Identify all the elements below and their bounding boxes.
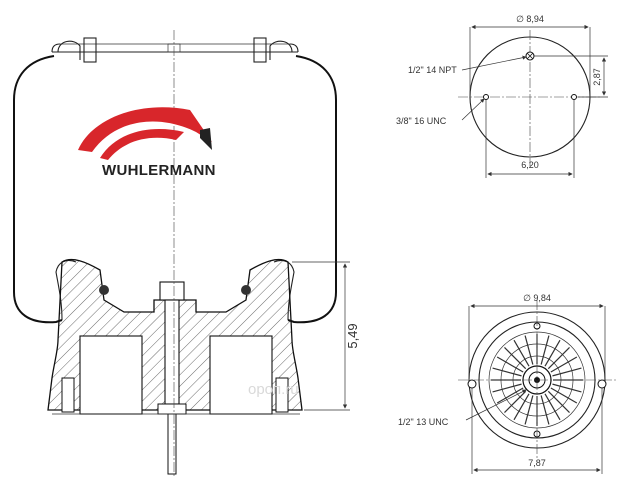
bottom-view: ∅ 9,84 7,87 1/2" 13 UNC — [398, 293, 616, 474]
brand-logo: WUHLERMANN — [78, 107, 216, 179]
bottom-rib — [492, 383, 522, 393]
bottom-rib — [547, 347, 570, 370]
bottom-rib — [552, 367, 582, 377]
bellow-outline — [13, 55, 337, 324]
bottom-rib — [513, 339, 530, 367]
height-dimension: 5,49 — [345, 323, 360, 348]
bottom-rib — [552, 383, 582, 393]
logo-swoosh-red — [78, 107, 212, 152]
bottom-diameter-label: ∅ 9,84 — [523, 293, 551, 303]
top-npt-label: 1/2" 14 NPT — [408, 65, 457, 75]
bottom-rib — [513, 393, 530, 421]
logo-swoosh-dark — [200, 128, 212, 150]
top-stud-right — [253, 37, 267, 63]
bottom-rib — [544, 393, 561, 421]
bottom-rib — [540, 335, 550, 365]
bottom-rib — [550, 387, 578, 404]
bottom-rib — [504, 390, 527, 413]
bottom-rib — [496, 387, 524, 404]
top-diameter-label: ∅ 8,94 — [516, 14, 544, 24]
bottom-rib — [496, 356, 524, 373]
top-bottom-dimension: 6,20 — [521, 160, 539, 170]
top-unc-label: 3/8" 16 UNC — [396, 116, 447, 126]
side-view: 5,49 — [13, 30, 360, 478]
top-view: ∅ 8,94 2,87 6,20 1/2" 14 NPT 3/8" 16 UNC — [396, 14, 608, 178]
brand-name: WUHLERMANN — [102, 162, 216, 179]
bottom-bottom-dimension: 7,87 — [528, 458, 546, 468]
bottom-rib — [492, 367, 522, 377]
bottom-rib — [550, 356, 578, 373]
watermark: ороп.ru — [248, 381, 299, 398]
bottom-rib — [504, 347, 527, 370]
top-stud-left — [83, 37, 97, 63]
bottom-rib — [544, 339, 561, 367]
bottom-rib — [524, 335, 534, 365]
bottom-rib — [540, 395, 550, 425]
bottom-rib — [547, 390, 570, 413]
bottom-rib — [524, 395, 534, 425]
top-side-dimension: 2,87 — [592, 68, 602, 86]
bottom-unc-label: 1/2" 13 UNC — [398, 417, 449, 427]
